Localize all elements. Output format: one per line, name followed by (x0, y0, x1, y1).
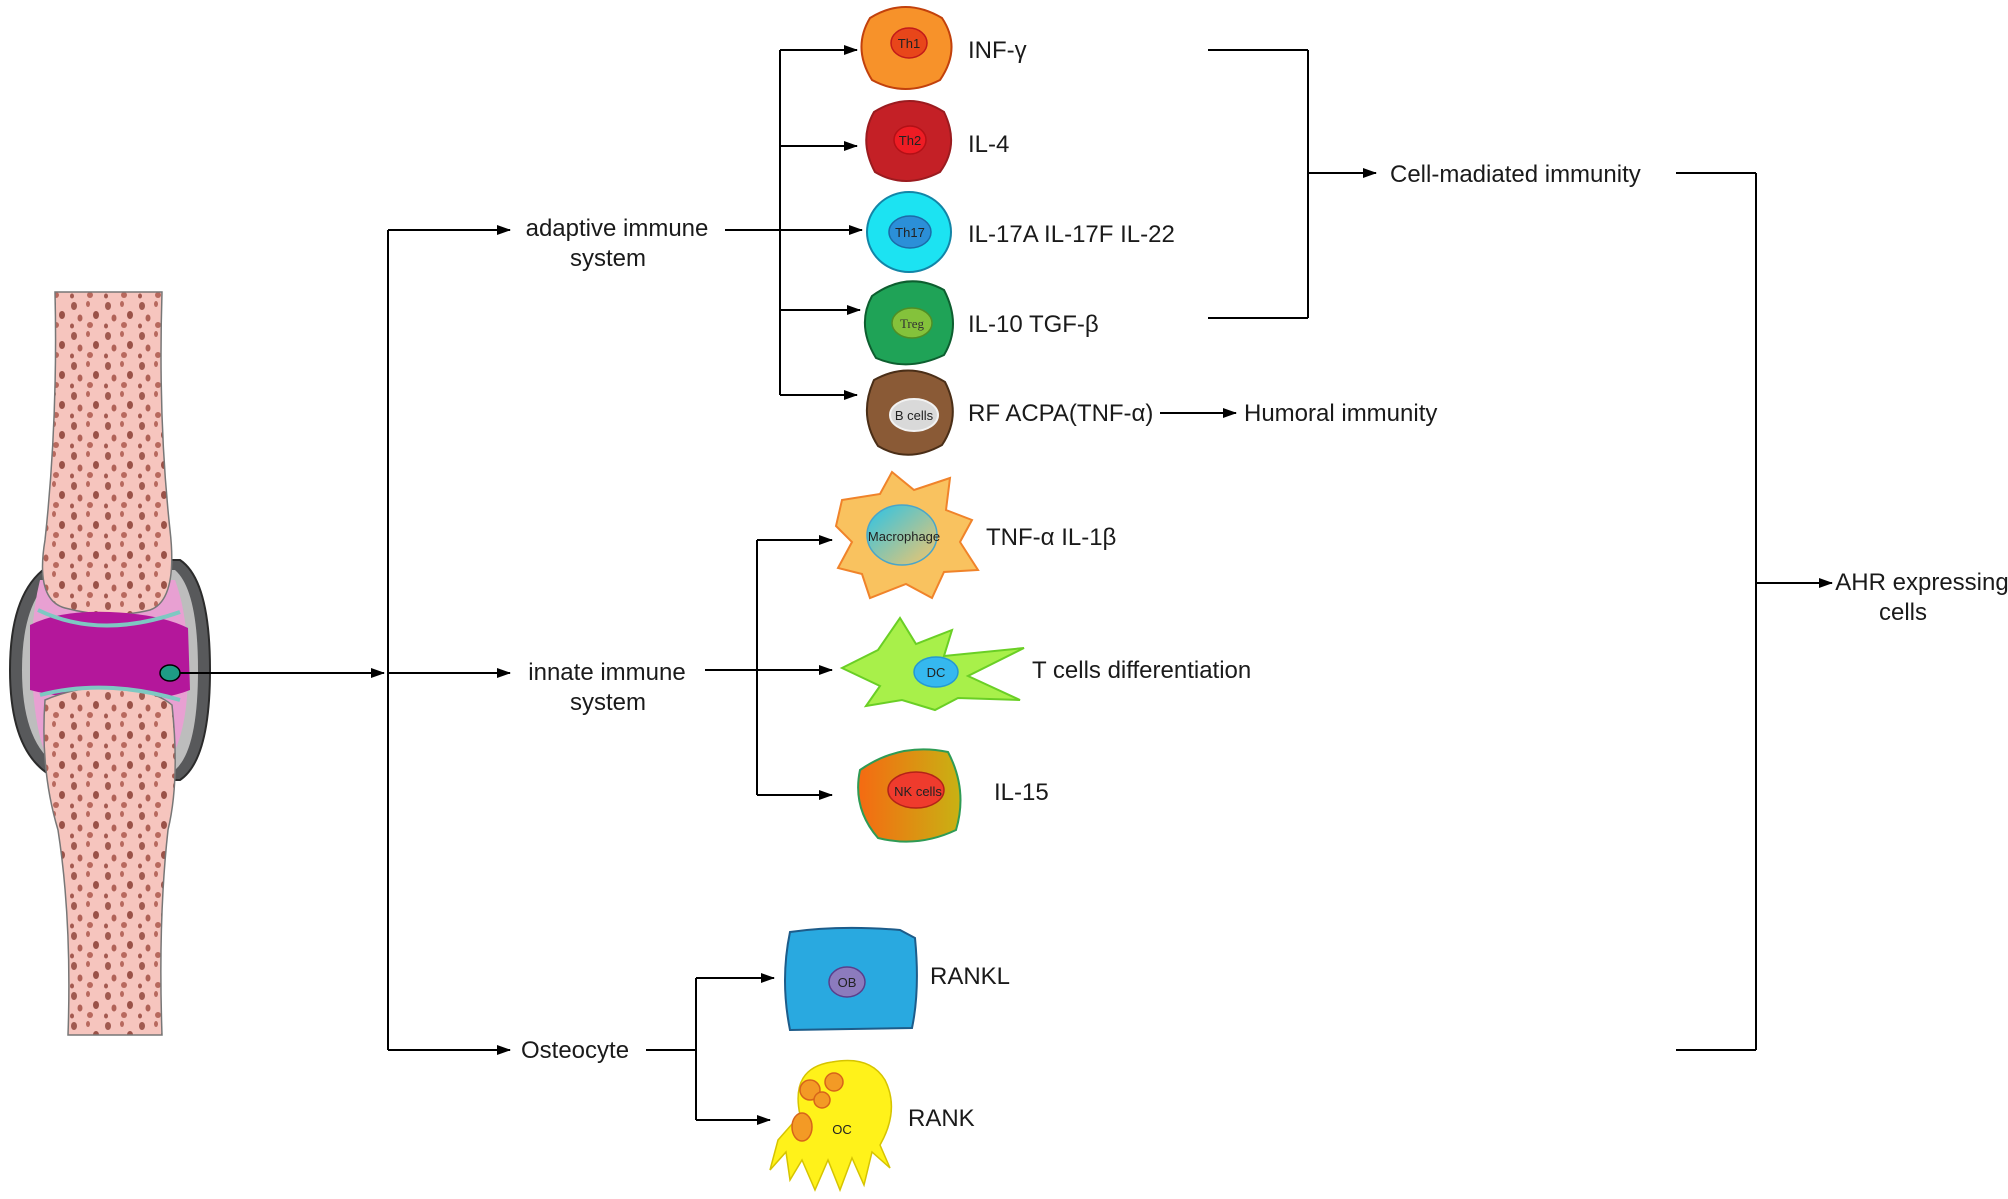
ahr-label-line2: cells (1879, 599, 1927, 626)
upper-bone (41, 291, 173, 616)
th17-cell: Th17 (866, 191, 952, 273)
innate-system-label-line2: system (570, 689, 646, 716)
th2-cell: Th2 (865, 100, 953, 182)
oc-nucleus-3 (813, 1091, 831, 1109)
nk-cell: NK cells (857, 748, 962, 843)
macrophage-nucleus (866, 504, 938, 566)
treg-output: IL-10 TGF-β (968, 311, 1099, 338)
macrophage-output: TNF-α IL-1β (986, 524, 1116, 551)
joint-illustration (8, 291, 212, 1036)
ob-cell: OB (784, 926, 918, 1032)
osteocyte-label: Osteocyte (521, 1037, 629, 1064)
lower-cartilage-edge (39, 685, 181, 702)
lower-bone (43, 686, 176, 1036)
joint-origin-marker (159, 664, 181, 682)
treg-label: Treg (900, 316, 925, 331)
th17-output: IL-17A IL-17F IL-22 (968, 221, 1175, 248)
th17-nucleus (888, 215, 932, 249)
dc-output: T cells differentiation (1032, 657, 1251, 684)
bcells-cell: B cells (865, 369, 954, 456)
th1-nucleus (890, 27, 928, 59)
bcells-nucleus (889, 398, 939, 432)
adaptive-system-label-line2: system (570, 245, 646, 272)
th1-output: INF-γ (968, 37, 1027, 64)
nk-nucleus (887, 771, 945, 809)
joint-cartilage (30, 611, 190, 701)
immunity-labels: Cell-madiated immunity Humoral immunity … (1244, 161, 2008, 626)
macrophage-label: Macrophage (868, 529, 940, 544)
macrophage-cell: Macrophage (834, 470, 980, 600)
upper-cartilage-edge (37, 608, 181, 628)
dc-nucleus (913, 656, 959, 688)
bcells-label: B cells (895, 408, 934, 423)
th2-label: Th2 (899, 133, 921, 148)
th1-cell: Th1 (860, 6, 953, 90)
th2-output: IL-4 (968, 131, 1009, 158)
oc-nucleus-2 (824, 1072, 844, 1092)
oc-nucleus-4 (791, 1112, 813, 1142)
ob-output: RANKL (930, 963, 1010, 990)
system-labels: adaptive immune system innate immune sys… (521, 215, 708, 1064)
ahr-label-line1: AHR expressing (1835, 569, 2008, 596)
th1-label: Th1 (898, 36, 920, 51)
ob-nucleus (828, 966, 866, 998)
th2-nucleus (893, 125, 927, 155)
treg-nucleus (891, 307, 933, 339)
oc-output: RANK (908, 1105, 975, 1132)
innate-system-label-line1: innate immune (528, 659, 685, 686)
humoral-immunity-label: Humoral immunity (1244, 400, 1437, 427)
treg-cell: Treg (863, 280, 954, 366)
oc-label: OC (832, 1122, 852, 1137)
bcells-output: RF ACPA(TNF-α) (968, 400, 1153, 427)
dc-label: DC (927, 665, 946, 680)
ob-label: OB (838, 975, 857, 990)
cell-mediated-immunity-label: Cell-madiated immunity (1390, 161, 1641, 188)
adaptive-system-label-line1: adaptive immune (526, 215, 709, 242)
dc-cell: DC (839, 616, 1025, 712)
cytokine-labels: INF-γ IL-4 IL-17A IL-17F IL-22 IL-10 TGF… (908, 37, 1251, 1132)
connector-lines (180, 45, 1833, 1125)
nk-output: IL-15 (994, 779, 1049, 806)
nk-label: NK cells (894, 784, 942, 799)
oc-cell: OC (769, 1059, 893, 1193)
th17-label: Th17 (895, 225, 925, 240)
